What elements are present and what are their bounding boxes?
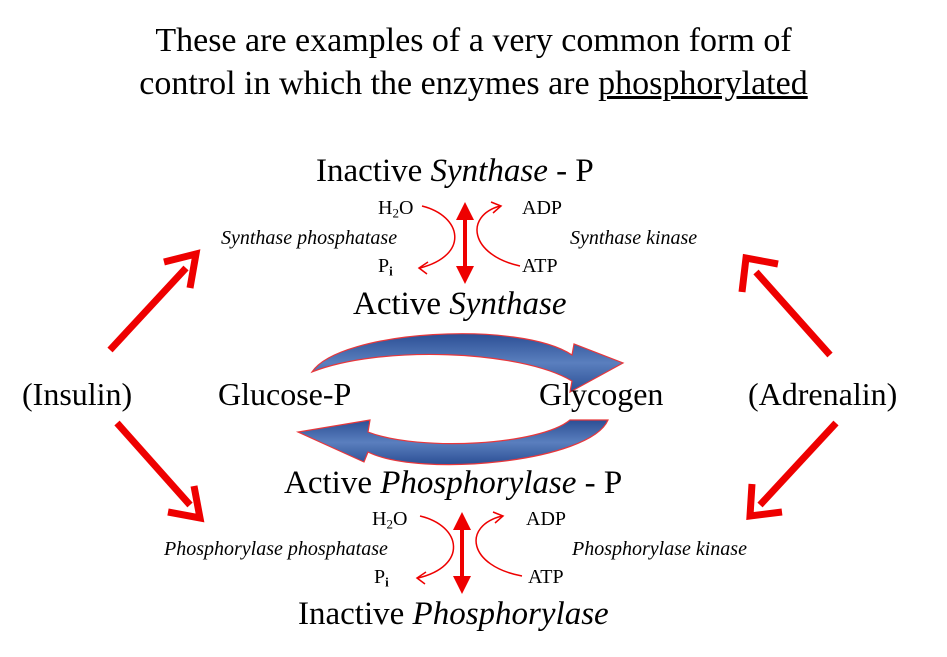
phosphorylase-enzyme-name: Phosphorylase	[412, 596, 609, 632]
synthase-pi-label: Pi	[378, 255, 393, 279]
phospho-suffix: - P	[576, 465, 623, 501]
phosphorylase-h2o-label: H2O	[372, 508, 408, 532]
phosphorylase-interconversion-arrow	[453, 512, 471, 594]
title-line-2: control in which the enzymes are phospho…	[0, 67, 947, 101]
title-underlined-word: phosphorylated	[598, 65, 808, 102]
h-letter: H	[378, 197, 393, 219]
inactive-phosphorylase-label: Inactive Phosphorylase	[298, 598, 609, 631]
adrenalin-to-phosphorylase-kinase-arrow	[746, 420, 839, 520]
synthase-interconversion-arrow	[456, 202, 474, 284]
active-word: Active	[353, 286, 450, 322]
title-line-2-text: control in which the enzymes are	[139, 65, 599, 102]
h2o-subscript: 2	[392, 205, 399, 221]
adrenalin-label: (Adrenalin)	[748, 376, 898, 412]
insulin-label: (Insulin)	[22, 376, 133, 412]
title-line-1: These are examples of a very common form…	[155, 22, 792, 59]
insulin-to-phosphorylase-arrow	[114, 420, 205, 523]
phosphorylase-phosphatase-label: Phosphorylase phosphatase	[164, 538, 388, 560]
active-phosphorylase-p-label: Active Phosphorylase - P	[284, 467, 622, 500]
phospho-suffix: - P	[547, 153, 594, 189]
synthase-curved-arrows	[417, 201, 521, 275]
synthase-enzyme-name: Synthase	[430, 153, 548, 189]
pi-subscript: i	[385, 574, 389, 590]
phosphorylase-kinase-label: Phosphorylase kinase	[572, 538, 747, 560]
synthase-adp-label: ADP	[522, 197, 563, 219]
phosphorylase-curved-arrows	[415, 511, 523, 585]
synthase-atp-label: ATP	[522, 255, 558, 277]
pi-subscript: i	[389, 263, 393, 279]
synthase-phosphatase-label: Synthase phosphatase	[221, 227, 398, 249]
synthase-kinase-label: Synthase kinase	[570, 227, 698, 249]
synthase-enzyme-name: Synthase	[449, 286, 567, 322]
phosphorylase-atp-label: ATP	[528, 566, 564, 588]
phosphorylase-adp-label: ADP	[526, 508, 567, 530]
phosphorylase-pi-label: Pi	[374, 566, 389, 590]
h-letter: H	[372, 508, 387, 530]
inactive-synthase-p-label: Inactive Synthase - P	[316, 155, 594, 188]
synthase-h2o-label: H2O	[378, 197, 414, 221]
cycle-arrow-top	[310, 333, 625, 394]
h2o-subscript: 2	[386, 516, 393, 532]
adrenalin-to-synthase-kinase-arrow	[738, 253, 833, 358]
inactive-word: Inactive	[298, 596, 413, 632]
insulin-to-synthase-arrow	[107, 249, 201, 353]
phosphorylase-enzyme-name: Phosphorylase	[380, 465, 577, 501]
inactive-word: Inactive	[316, 153, 431, 189]
glucose-p-label: Glucose-P	[218, 376, 352, 412]
active-word: Active	[284, 465, 381, 501]
active-synthase-label: Active Synthase	[353, 288, 567, 321]
p-letter: P	[374, 566, 386, 588]
glycogen-label: Glycogen	[539, 376, 664, 412]
cycle-arrow-bottom	[295, 419, 609, 466]
o-letter: O	[398, 197, 414, 219]
p-letter: P	[378, 255, 390, 277]
o-letter: O	[392, 508, 408, 530]
